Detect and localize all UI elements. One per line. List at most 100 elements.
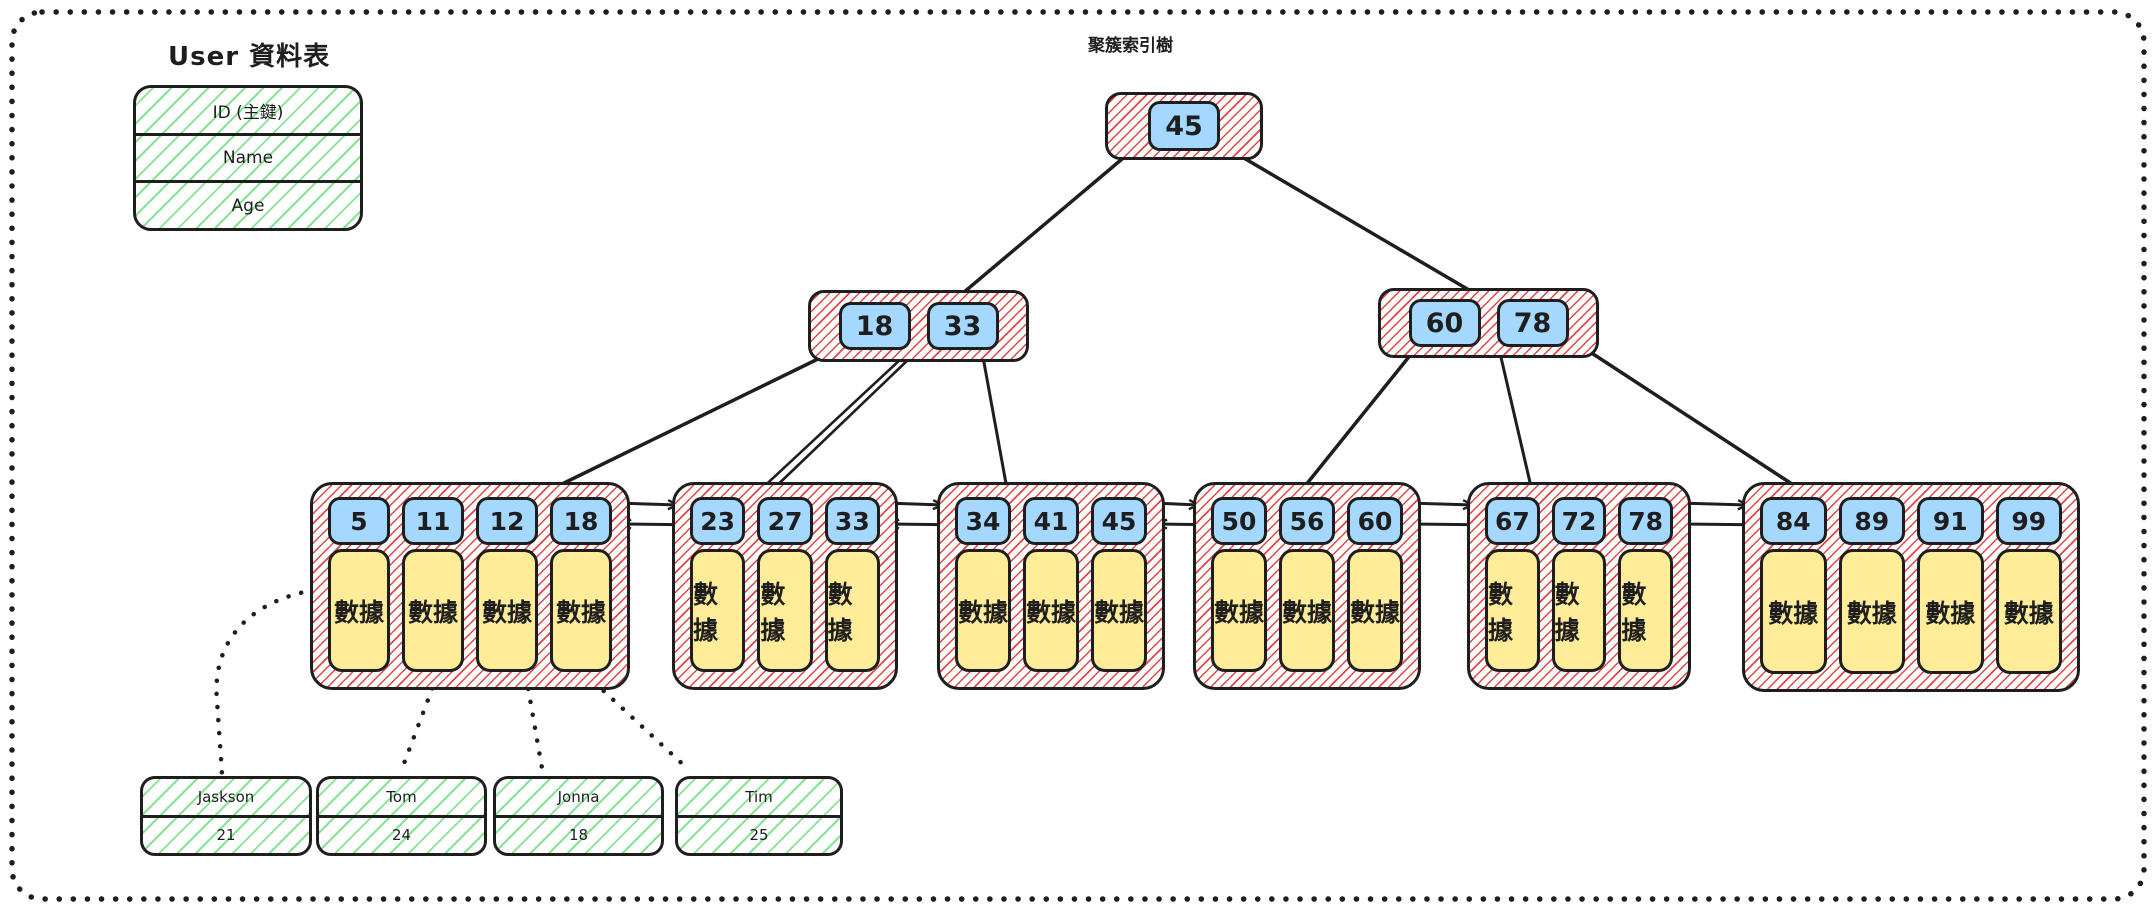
leaf4-entry-56: 56 數據 <box>1279 497 1335 672</box>
leaf-data-cell: 數據 <box>1838 549 1905 674</box>
record-jonna: Jonna 18 <box>493 776 664 856</box>
leaf6-entry-99: 99 數據 <box>1995 497 2062 674</box>
leaf6-entry-89: 89 數據 <box>1838 497 1905 674</box>
leaf-data-cell: 數據 <box>1023 549 1079 672</box>
leaf-data-cell: 數據 <box>1091 549 1147 672</box>
leaf3-entry-34: 34 數據 <box>955 497 1011 672</box>
canvas-dotted-border <box>9 9 2147 902</box>
leaf-key: 5 <box>328 497 390 545</box>
record-name: Jaskson <box>197 787 255 806</box>
leaf-data-cell: 數據 <box>824 549 880 672</box>
edge-node60-78-to-leaf5 <box>1498 352 1534 492</box>
leaf-data-cell: 數據 <box>955 549 1011 672</box>
leaf-data-cell: 數據 <box>1618 549 1674 672</box>
leaf-key: 41 <box>1023 497 1079 545</box>
edge-node18-33-to-leaf2-b <box>765 356 912 497</box>
leaf-key: 27 <box>757 497 813 545</box>
leaf-data-cell: 數據 <box>402 549 464 672</box>
leaf-data-cell: 數據 <box>1485 549 1540 672</box>
leaf-node-3: 34 數據 41 數據 45 數據 <box>937 482 1165 690</box>
leaf-key: 34 <box>955 497 1011 545</box>
leaf1-entry-18: 18 數據 <box>550 497 612 672</box>
internal-key-78: 78 <box>1496 299 1569 347</box>
user-table-field-id: ID (主鍵) <box>212 102 284 123</box>
internal-key-60: 60 <box>1408 299 1481 347</box>
leaf2-entry-27: 27 數據 <box>757 497 813 672</box>
record-age: 24 <box>319 814 484 854</box>
leaf-data-cell: 數據 <box>757 549 813 672</box>
leaf-data-cell: 數據 <box>550 549 612 672</box>
leaf5-entry-78: 78 數據 <box>1618 497 1674 672</box>
leaf-node-6: 84 數據 89 數據 91 數據 99 數據 <box>1742 482 2080 692</box>
edge-node60-78-to-leaf4 <box>1299 351 1414 493</box>
leaf1-entry-12: 12 數據 <box>476 497 538 672</box>
leaf-data-cell: 數據 <box>476 549 538 672</box>
leaf-data-cell: 數據 <box>690 549 746 672</box>
leaf-data-cell: 數據 <box>1760 549 1827 674</box>
leaf6-entry-84: 84 數據 <box>1760 497 1827 674</box>
record-age: 18 <box>496 814 661 854</box>
record-age: 21 <box>143 814 309 854</box>
record-name: Tim <box>745 787 773 806</box>
index-internal-node-left: 18 33 <box>808 290 1029 362</box>
leaf3-entry-45: 45 數據 <box>1091 497 1147 672</box>
leaf-node-1: 5 數據 11 數據 12 數據 18 數據 <box>310 482 630 690</box>
leaf5-entry-72: 72 數據 <box>1551 497 1607 672</box>
leaf-key: 56 <box>1279 497 1335 545</box>
leaf-data-cell: 數據 <box>1551 549 1607 672</box>
leaf4-entry-50: 50 數據 <box>1211 497 1267 672</box>
internal-key-18: 18 <box>838 302 911 350</box>
leaf6-entry-91: 91 數據 <box>1917 497 1984 674</box>
dotted-link-data18-to-tim <box>591 679 692 773</box>
edge-node60-78-to-leaf6 <box>1586 348 1793 486</box>
leaf-data-cell: 數據 <box>328 549 390 672</box>
leaf-key: 78 <box>1618 497 1674 545</box>
leaf-node-2: 23 數據 27 數據 33 數據 <box>672 482 898 690</box>
leaf5-entry-67: 67 數據 <box>1485 497 1540 672</box>
leaf-key: 84 <box>1760 497 1827 545</box>
leaf-key: 18 <box>550 497 612 545</box>
user-table-field-age: Age <box>136 180 360 228</box>
leaf-key: 91 <box>1917 497 1984 545</box>
leaf3-entry-41: 41 數據 <box>1023 497 1079 672</box>
edge-root-to-left-node <box>961 152 1130 295</box>
clustered-index-tree-label: 聚簇索引樹 <box>1088 36 1173 56</box>
edge-node18-33-to-leaf3 <box>981 356 1009 490</box>
leaf1-entry-11: 11 數據 <box>402 497 464 672</box>
user-table-field-name: Name <box>136 132 360 181</box>
leaf-key: 33 <box>824 497 880 545</box>
record-tom: Tom 24 <box>316 776 487 856</box>
leaf1-entry-5: 5 數據 <box>328 497 390 672</box>
root-key-45: 45 <box>1148 101 1220 151</box>
edge-node18-33-to-leaf2-a <box>756 356 904 494</box>
edge-root-to-right-node <box>1236 152 1470 292</box>
record-jaskson: Jaskson 21 <box>140 776 312 856</box>
record-name: Jonna <box>557 787 600 806</box>
leaf4-entry-60: 60 數據 <box>1347 497 1403 672</box>
leaf-data-cell: 數據 <box>1995 549 2062 674</box>
user-table-title: User 資料表 <box>168 42 331 72</box>
leaf-key: 72 <box>1551 497 1607 545</box>
leaf-data-cell: 數據 <box>1347 549 1403 672</box>
dotted-link-data5-to-jaskson <box>214 585 330 777</box>
record-age: 25 <box>678 814 840 854</box>
user-table-schema: ID (主鍵) Name Age <box>133 85 363 231</box>
leaf-key: 11 <box>402 497 464 545</box>
index-root-node: 45 <box>1105 92 1263 160</box>
leaf-key: 60 <box>1347 497 1403 545</box>
leaf-key: 67 <box>1485 497 1540 545</box>
dotted-link-data11-to-tom <box>397 673 440 777</box>
index-internal-node-right: 60 78 <box>1378 288 1599 358</box>
leaf2-entry-33: 33 數據 <box>824 497 880 672</box>
leaf-key: 12 <box>476 497 538 545</box>
leaf-data-cell: 數據 <box>1917 549 1984 674</box>
leaf-key: 99 <box>1995 497 2062 545</box>
leaf-node-4: 50 數據 56 數據 60 數據 <box>1193 482 1421 690</box>
record-name: Tom <box>386 787 417 806</box>
leaf-key: 89 <box>1838 497 1905 545</box>
leaf-key: 50 <box>1211 497 1267 545</box>
record-tim: Tim 25 <box>675 776 843 856</box>
leaf-key: 45 <box>1091 497 1147 545</box>
edge-node18-33-to-leaf1 <box>561 355 823 486</box>
